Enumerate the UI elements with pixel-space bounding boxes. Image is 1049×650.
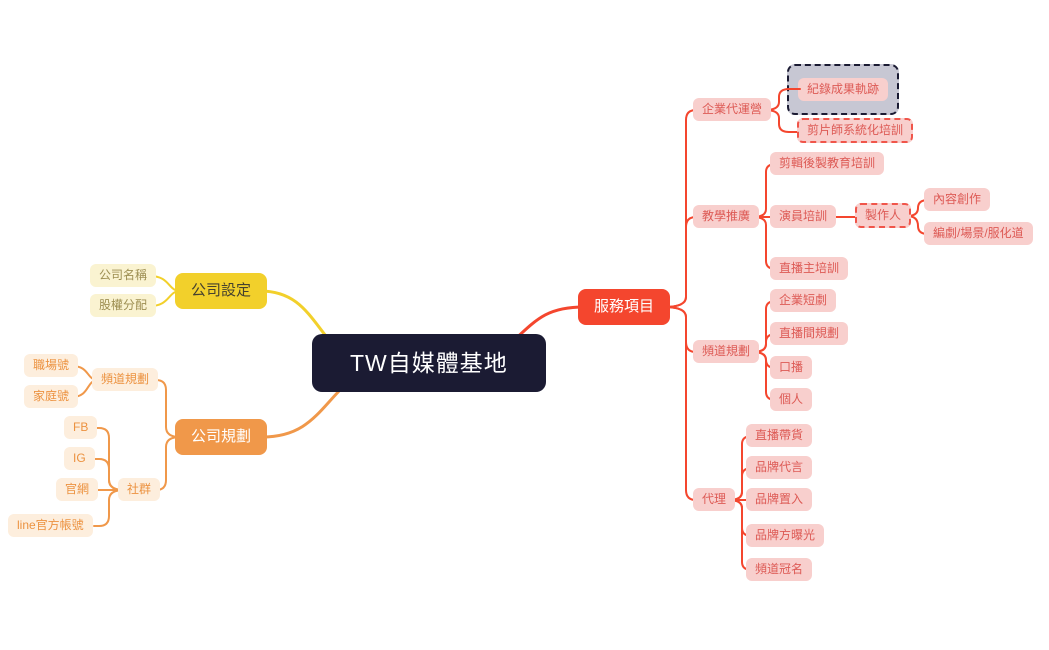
node-company-setup[interactable]: 公司設定 <box>175 273 268 309</box>
node-services[interactable]: 服務項目 <box>578 289 671 325</box>
node-workplace-account[interactable]: 職場號 <box>24 354 79 377</box>
node-brand-exposure[interactable]: 品牌方曝光 <box>746 524 825 547</box>
node-website[interactable]: 官網 <box>56 478 99 501</box>
node-voiceover[interactable]: 口播 <box>770 356 813 379</box>
node-enterprise-short-drama[interactable]: 企業短劇 <box>770 289 837 312</box>
node-ig[interactable]: IG <box>64 447 95 470</box>
node-company-planning[interactable]: 公司規劃 <box>175 419 268 455</box>
node-live-room-planning[interactable]: 直播間規劃 <box>770 322 849 345</box>
node-brand-placement[interactable]: 品牌置入 <box>746 488 813 511</box>
node-channel-planning-right[interactable]: 頻道規劃 <box>693 340 760 363</box>
node-agency[interactable]: 代理 <box>693 488 736 511</box>
selection-outline[interactable]: 紀錄成果軌跡 <box>787 64 900 115</box>
node-social[interactable]: 社群 <box>118 478 161 501</box>
node-post-production-training[interactable]: 剪輯後製教育培訓 <box>770 152 885 175</box>
node-line-official[interactable]: line官方帳號 <box>8 514 93 537</box>
node-screenwriting-scenes[interactable]: 編劇/場景/服化道 <box>924 222 1033 245</box>
node-fb[interactable]: FB <box>64 416 98 439</box>
node-streamer-training[interactable]: 直播主培訓 <box>770 257 849 280</box>
node-record-results[interactable]: 紀錄成果軌跡 <box>798 78 889 101</box>
node-teaching-promotion[interactable]: 教學推廣 <box>693 205 760 228</box>
node-enterprise-operation[interactable]: 企業代運營 <box>693 98 772 121</box>
node-content-creation[interactable]: 內容創作 <box>924 188 991 211</box>
link-services-agency <box>663 306 701 501</box>
node-live-commerce[interactable]: 直播帶貨 <box>746 424 813 447</box>
node-brand-endorsement[interactable]: 品牌代言 <box>746 456 813 479</box>
node-root[interactable]: TW自媒體基地 <box>312 334 546 392</box>
node-channel-planning-left[interactable]: 頻道規劃 <box>92 368 159 391</box>
node-equity-distribution[interactable]: 股權分配 <box>90 294 157 317</box>
node-channel-naming[interactable]: 頻道冠名 <box>746 558 813 581</box>
node-company-name[interactable]: 公司名稱 <box>90 264 157 287</box>
node-editor-training[interactable]: 剪片師系統化培訓 <box>797 118 914 143</box>
node-family-account[interactable]: 家庭號 <box>24 385 79 408</box>
link-root-company-planning <box>260 386 344 439</box>
node-actor-training[interactable]: 演員培訓 <box>770 205 837 228</box>
node-producer[interactable]: 製作人 <box>855 203 912 228</box>
node-personal[interactable]: 個人 <box>770 388 813 411</box>
